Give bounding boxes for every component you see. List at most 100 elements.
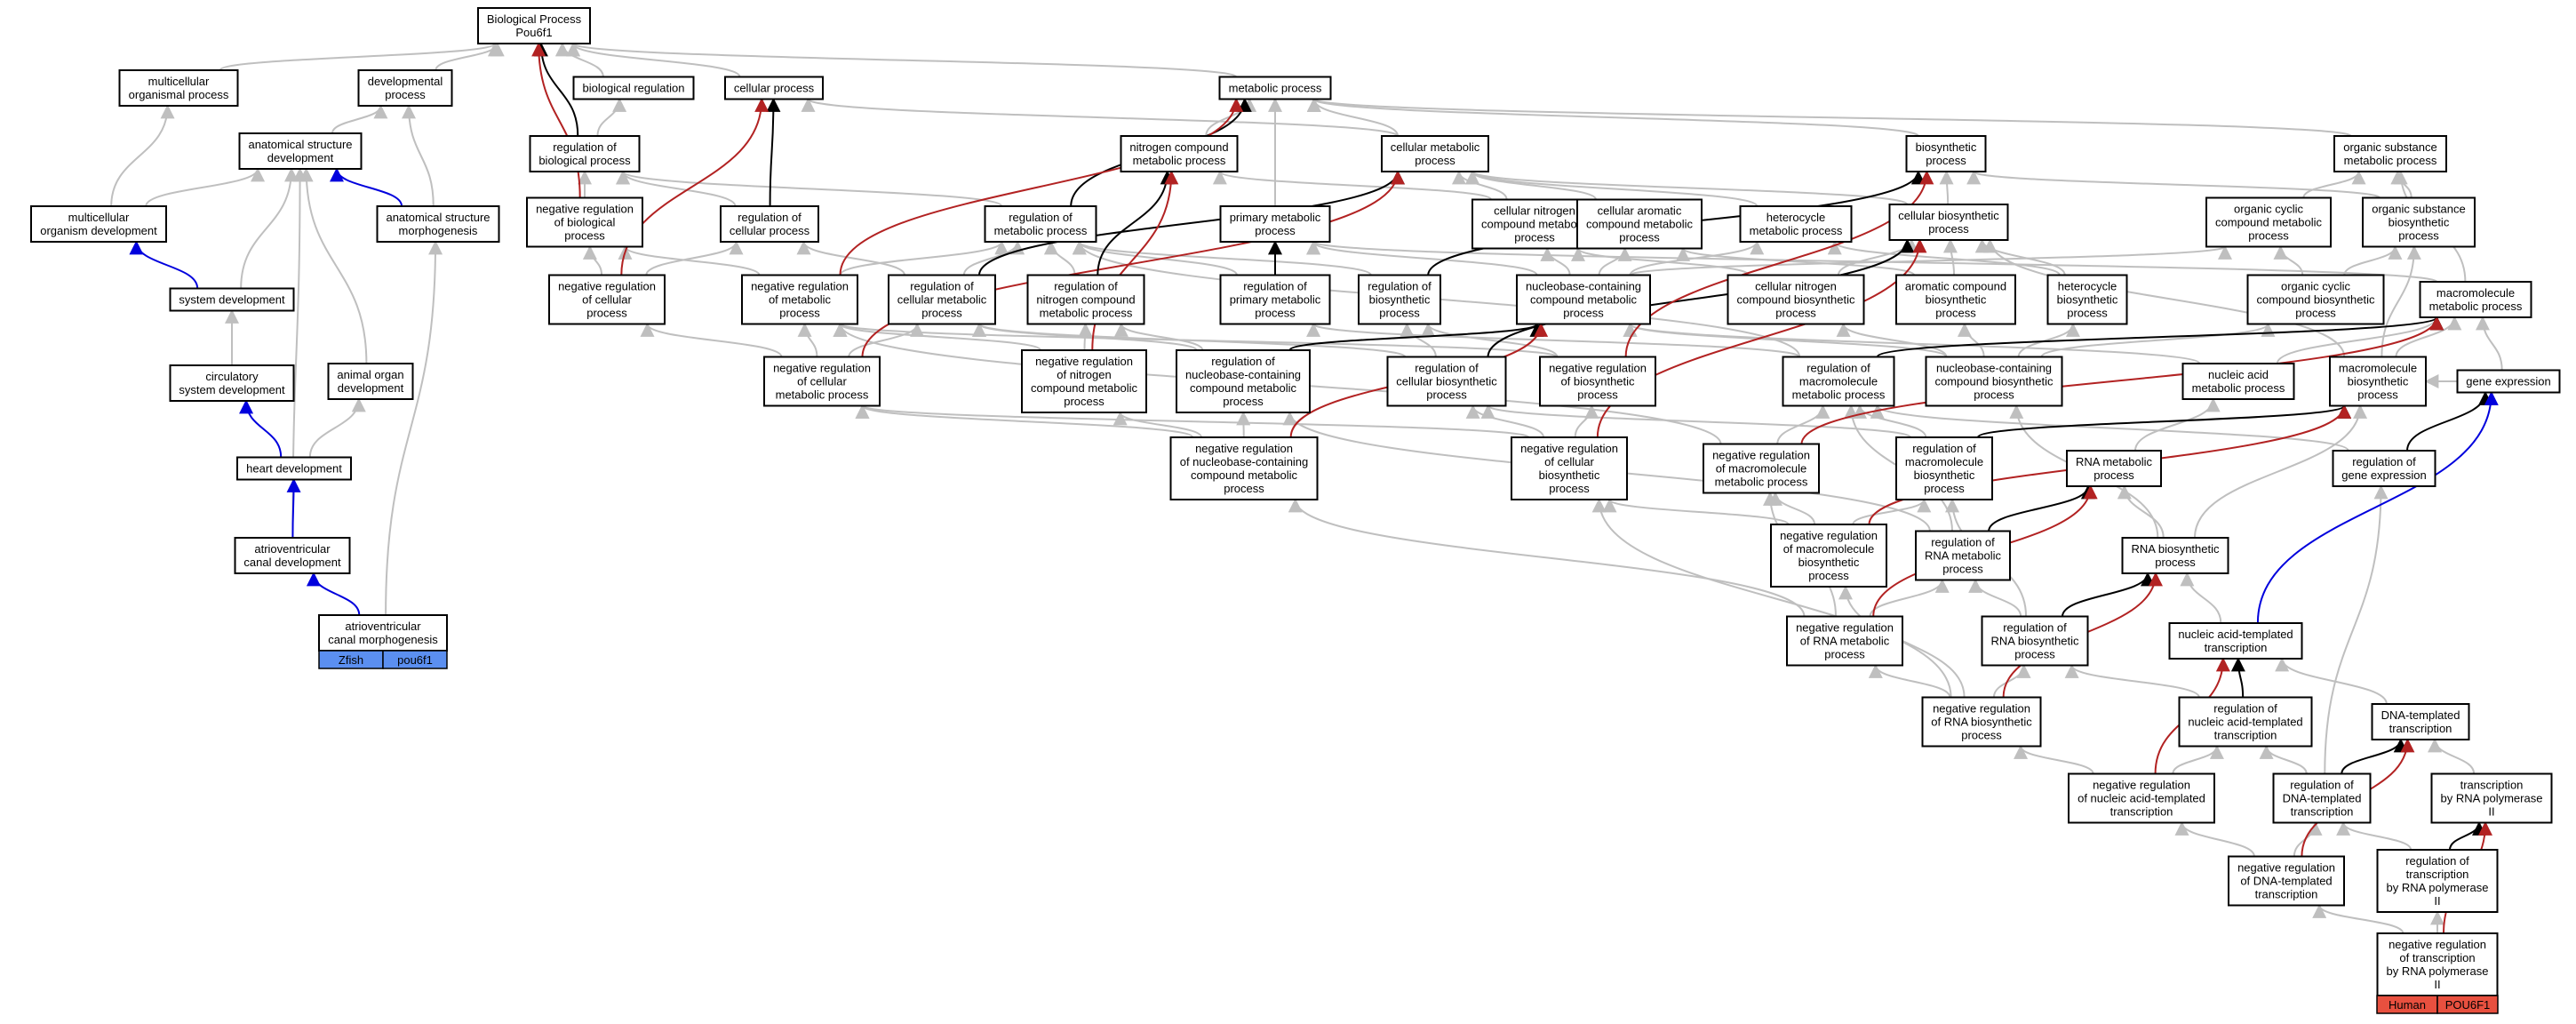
term-box [1576, 198, 1703, 250]
term-node-regnbcmp[interactable]: regulation ofnucleobase-containingcompou… [1176, 349, 1311, 413]
term-label-line: process [2398, 229, 2439, 243]
term-node-cellp[interactable]: cellular process [724, 76, 824, 100]
term-label-line: regulation of [2352, 455, 2416, 468]
term-node-metp[interactable]: metabolic process [1218, 76, 1332, 100]
term-box [763, 356, 881, 407]
edge-regdtt-to-regnatt [2259, 744, 2308, 774]
term-box [1358, 274, 1441, 325]
edge-hbp-to-hmp [1827, 240, 2061, 276]
term-node-bioreg[interactable]: biological regulation [572, 76, 695, 100]
term-label-line: process [1775, 307, 1816, 320]
term-label-line: II [2488, 805, 2494, 819]
term-box [2246, 274, 2385, 325]
term-box [2228, 855, 2345, 907]
term-box [2456, 369, 2561, 394]
term-node-hd[interactable]: heart development [236, 456, 352, 481]
term-label-line: compound metabolic [1190, 381, 1296, 395]
term-label-line: process [1577, 388, 1618, 402]
term-label-line: negative regulation [1933, 702, 2030, 716]
term-label-line: process [1379, 307, 1420, 320]
term-label-line: by RNA polymerase [2441, 792, 2543, 805]
term-label-line: metabolic process [2429, 300, 2523, 313]
term-label-line: process [385, 88, 426, 101]
term-node-sysd[interactable]: system development [169, 287, 295, 312]
species-label: Human [2389, 998, 2426, 1012]
term-box [2376, 932, 2499, 996]
term-label-line: of macromolecule [1783, 542, 1875, 556]
term-label-line: of nitrogen [1057, 368, 1111, 381]
edge-regmmp-to-regpmp [1306, 322, 1801, 358]
term-box [1386, 356, 1507, 407]
term-label-line: process [2067, 307, 2108, 320]
term-label-line: biosynthetic [1914, 468, 1975, 482]
term-node-ge[interactable]: gene expression [2456, 369, 2561, 394]
term-node-regmbp[interactable]: regulation ofmacromoleculebiosyntheticpr… [1895, 436, 1993, 500]
